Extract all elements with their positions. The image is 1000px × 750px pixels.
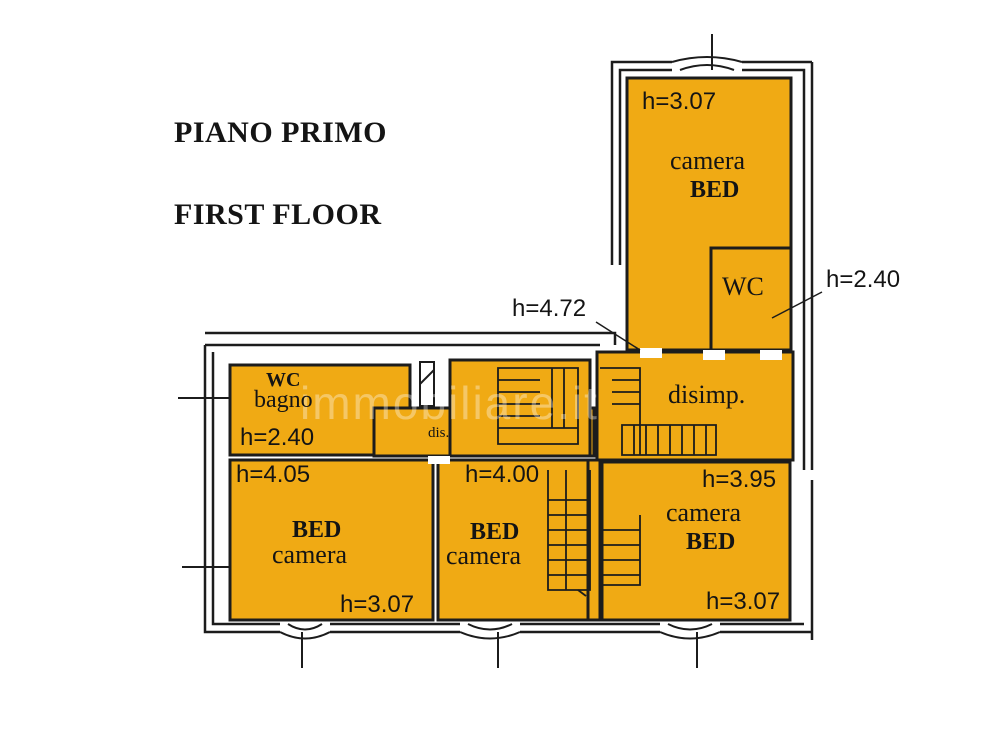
room-wc-top (709, 246, 793, 352)
height-label: h=3.95 (702, 466, 777, 493)
height-label: h=3.07 (642, 88, 717, 115)
height-label: h=3.07 (340, 591, 415, 618)
room-label-camera: camera (670, 146, 746, 175)
outer-walls (203, 60, 814, 640)
height-label: h=4.72 (512, 295, 587, 322)
height-label: h=3.07 (706, 588, 781, 615)
details (419, 348, 782, 464)
windows (178, 34, 743, 668)
room-label-camera: camera (446, 541, 522, 570)
height-label: h=2.40 (240, 424, 315, 451)
room-label-camera: camera (272, 540, 348, 569)
room-stair-central (448, 358, 592, 458)
room-bed-middle (436, 458, 590, 622)
room-label-camera: camera (666, 498, 742, 527)
room-label-bed: BED (686, 529, 736, 555)
room-label-bagno: bagno (254, 387, 313, 413)
title-english: FIRST FLOOR (174, 198, 382, 231)
title-italian: PIANO PRIMO (174, 116, 387, 149)
leader-lines (595, 291, 823, 351)
room-label-bed: BED (690, 177, 740, 203)
room-label-wc: WC (722, 272, 764, 301)
rooms (228, 76, 795, 622)
room-bed-left (228, 458, 435, 622)
room-label-disimp: disimp. (668, 380, 746, 409)
room-hall-strip (586, 458, 602, 622)
room-label-bed: BED (292, 517, 342, 543)
room-label-wc: WC (266, 369, 301, 391)
watermark: immobiliare.it (300, 377, 599, 429)
height-label: h=4.00 (465, 461, 540, 488)
height-label: h=2.40 (826, 266, 901, 293)
height-label: h=4.05 (236, 461, 311, 488)
room-label-dis: dis. (428, 425, 450, 441)
room-bed-right (600, 460, 792, 622)
room-label-bed: BED (470, 519, 520, 545)
stairs (497, 367, 717, 597)
room-stair-landing (595, 350, 795, 462)
